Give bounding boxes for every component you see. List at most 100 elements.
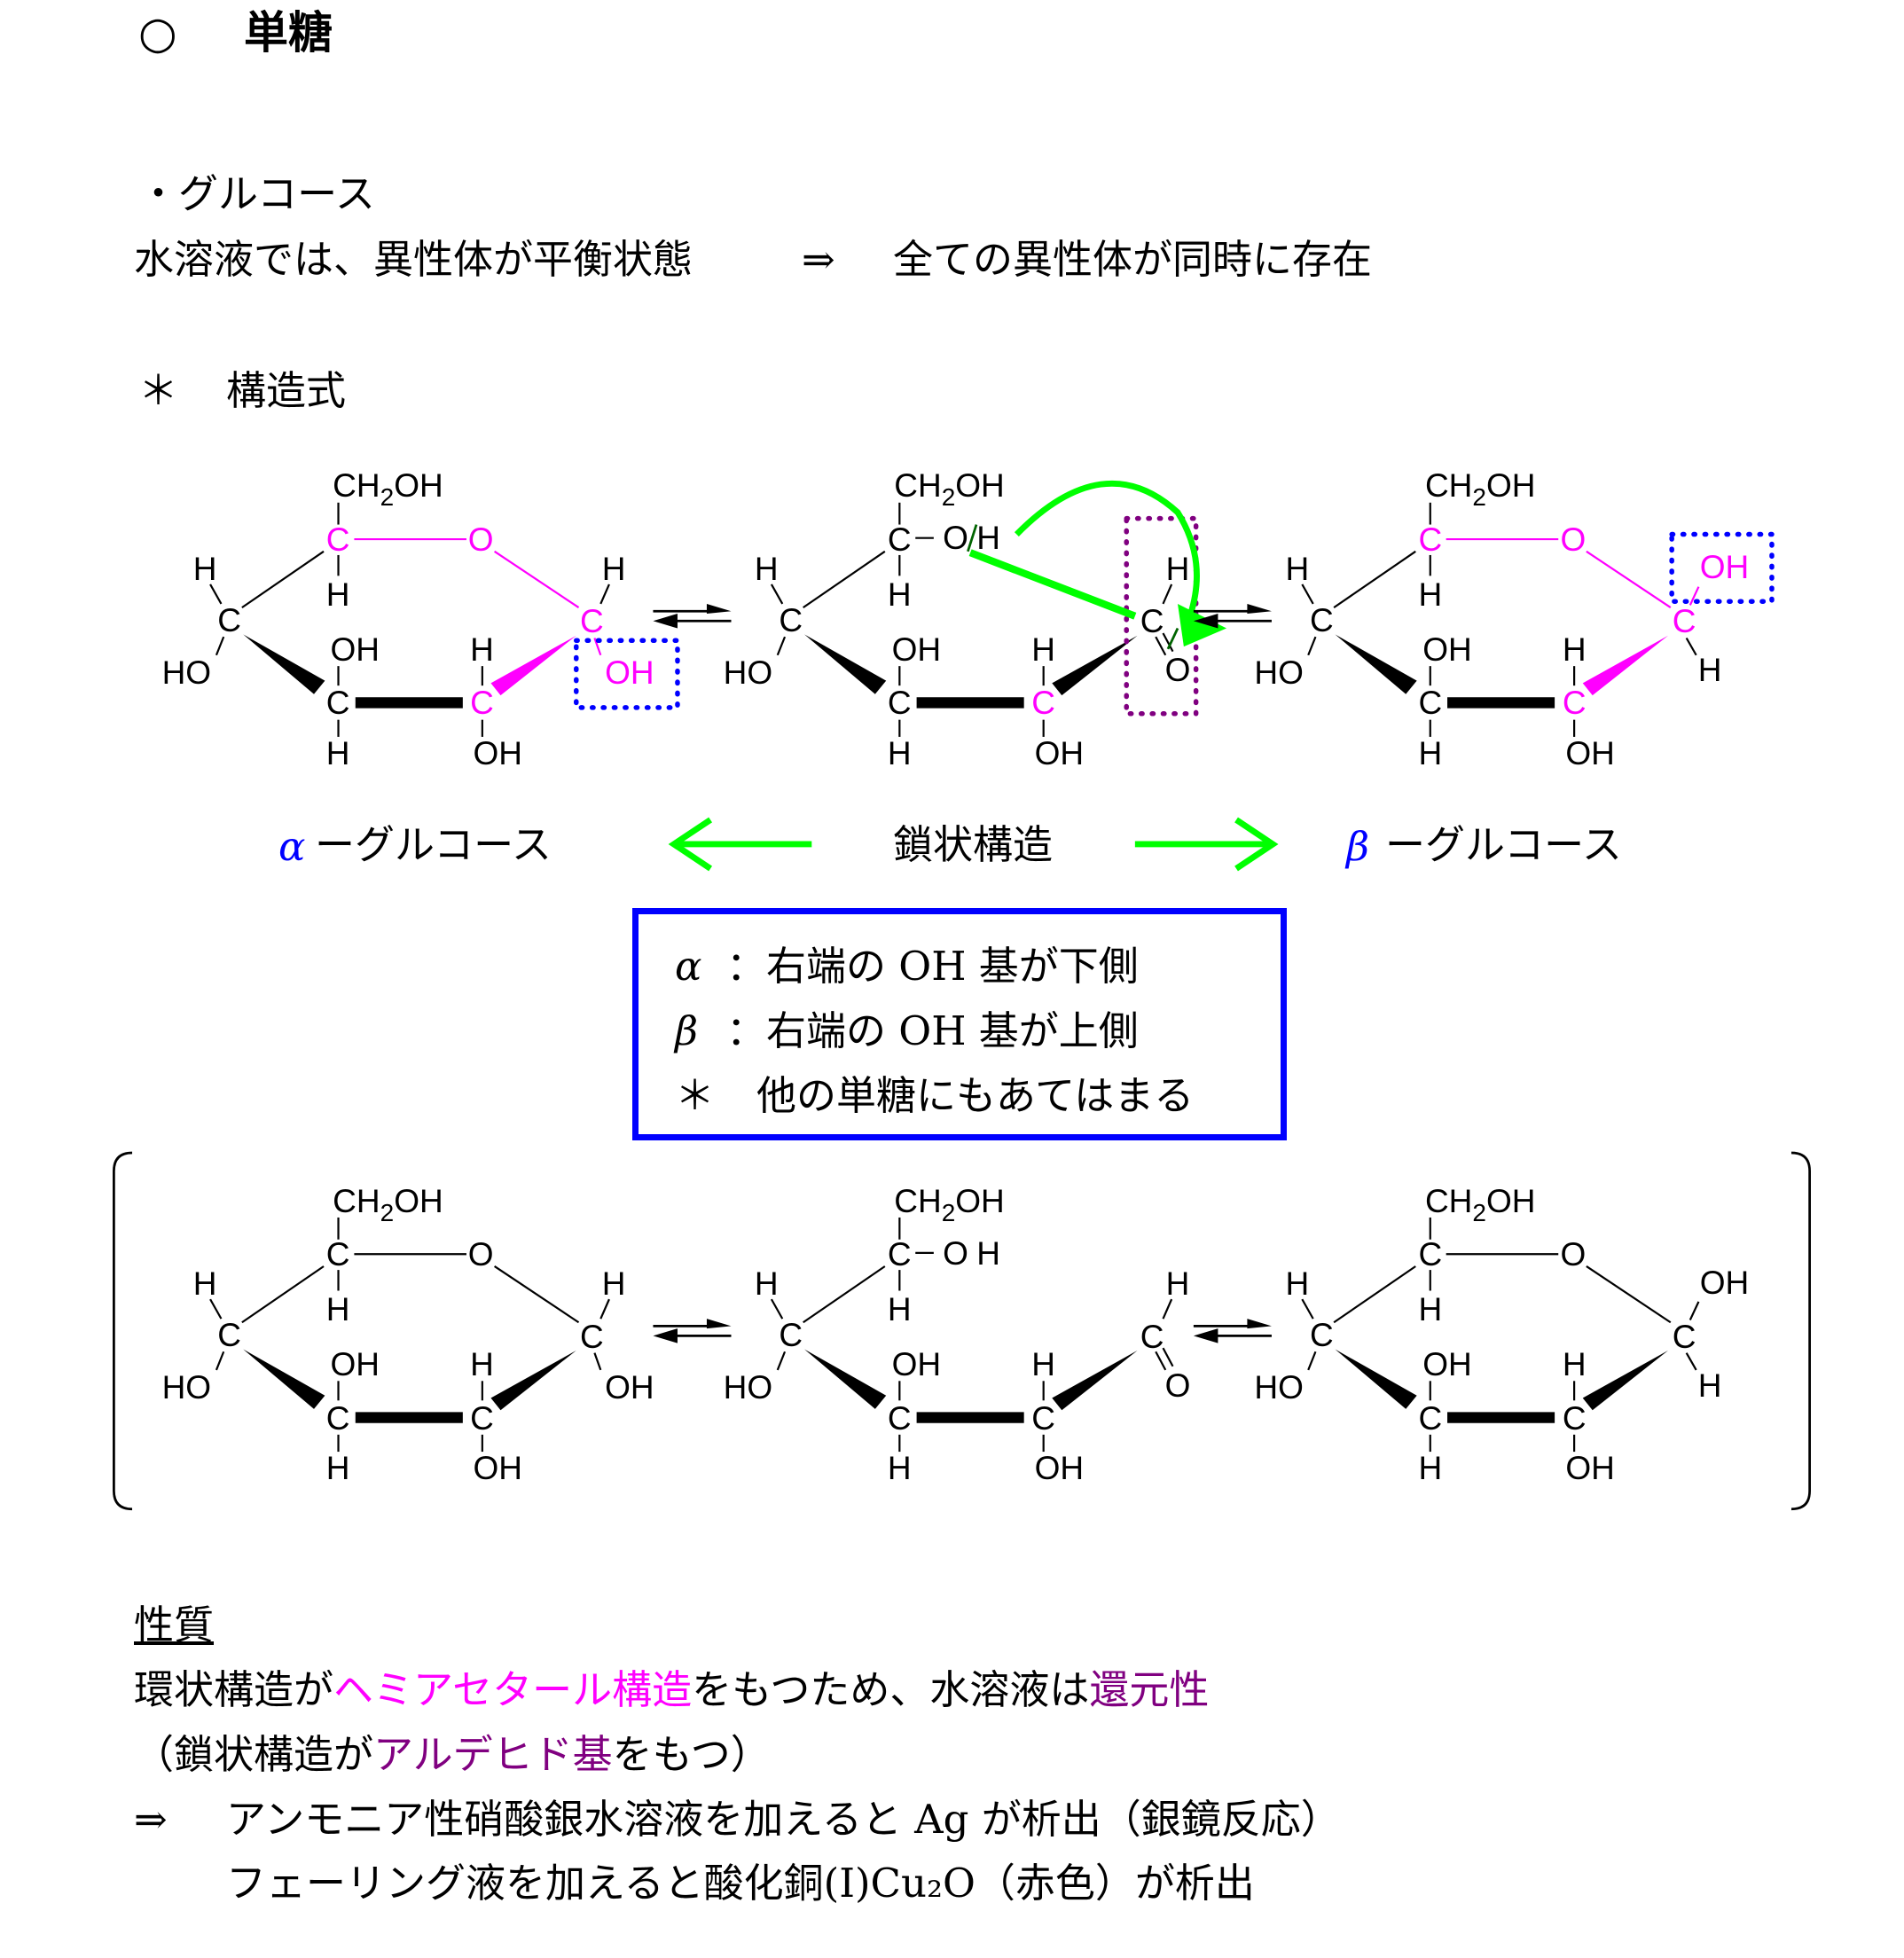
bond: [215, 1351, 225, 1371]
arrowhead-icon: [1193, 613, 1218, 629]
carbon-1: C: [1140, 1318, 1164, 1355]
bond: [215, 636, 225, 656]
ch2oh-group: CH2OH: [333, 467, 443, 510]
oxygen: O: [943, 520, 968, 557]
bond: [1586, 550, 1672, 609]
bond: [776, 636, 787, 656]
info-mark-beta: β: [675, 1007, 699, 1054]
hydroxyl: OH: [891, 1346, 942, 1383]
hydrogen: H: [601, 1265, 626, 1303]
hydrogen: H: [325, 734, 350, 771]
hydrogen: H: [1165, 1265, 1190, 1303]
ch2oh-part: 2: [1472, 483, 1486, 512]
chain-structure-label: 鎖状構造: [893, 821, 1054, 868]
structure-heading: 構造式: [226, 367, 347, 414]
ch2oh-part: OH: [955, 1182, 1005, 1219]
hemiacetal-term: ヘミアセタール構造: [333, 1666, 693, 1713]
hydrogen: H: [754, 550, 779, 587]
carbon-3: C: [325, 685, 350, 722]
bond: [1162, 632, 1174, 653]
hydrogen: H: [1562, 1346, 1587, 1383]
heading-bullet: ○: [138, 6, 177, 59]
carbon-5: C: [325, 521, 350, 558]
carbon-5: C: [1418, 521, 1443, 558]
ch2oh-part: OH: [394, 467, 443, 505]
hydrogen: H: [1697, 652, 1722, 689]
bond: [770, 1298, 784, 1320]
hydrogen: H: [1285, 550, 1310, 587]
carbon-4: C: [779, 1317, 803, 1354]
hydrogen: H: [470, 1346, 494, 1383]
wedge-bond: [1052, 1350, 1138, 1411]
carbon-5: C: [887, 521, 912, 558]
property-line-3: アンモニア性硝酸銀水溶液を加えると Ag が析出（銀鏡反応）: [226, 1796, 1341, 1843]
carbon-3: C: [887, 1399, 912, 1437]
carbon-1: C: [1140, 603, 1164, 640]
bond: [599, 583, 610, 605]
wedge-bond: [490, 1350, 576, 1411]
bond: [1301, 1298, 1314, 1320]
bond: [209, 583, 223, 605]
hydrogen: H: [1418, 576, 1443, 613]
bond: [1333, 550, 1416, 609]
arrowhead-icon: [668, 817, 713, 872]
ch2oh-group: CH2OH: [1424, 1182, 1536, 1226]
bond-formation-arrow: [968, 549, 1137, 620]
ring-oxygen: O: [467, 521, 494, 558]
hydrogen: H: [1562, 630, 1587, 668]
implies-arrow: ⇒: [802, 236, 835, 283]
carbon-3: C: [1418, 685, 1443, 722]
hydrogen: H: [470, 630, 494, 668]
hydrogen: H: [976, 1234, 1001, 1272]
ch2oh-part: CH: [1424, 1182, 1473, 1219]
info-line-beta: ：右端の OH 基が上側: [726, 1007, 1139, 1054]
electron-shift-arrow: [1014, 480, 1200, 617]
properties-heading: 性質: [134, 1602, 215, 1649]
bond: [209, 1298, 223, 1320]
alpha-glucose-label: ーグルコース: [315, 821, 552, 868]
hydroxyl: OH: [891, 630, 942, 668]
hydrogen: H: [1031, 630, 1055, 668]
bond: [1685, 1352, 1697, 1371]
ch2oh-group: CH2OH: [894, 1182, 1005, 1226]
ch2oh-group: CH2OH: [333, 1182, 443, 1226]
ch2oh-group: CH2OH: [894, 467, 1005, 510]
hydroxyl: OH: [1034, 734, 1085, 771]
carbon-4: C: [217, 1317, 241, 1354]
carbon-4: C: [779, 601, 803, 638]
bond: [776, 1351, 787, 1371]
ring-oxygen: O: [467, 1236, 494, 1273]
ch2oh-part: 2: [380, 483, 395, 512]
section-item-glucose: ・グルコース: [138, 170, 375, 217]
carbonyl-oxygen: O: [1164, 652, 1191, 689]
bond: [1333, 1265, 1416, 1324]
ch2oh-part: 2: [941, 1198, 956, 1226]
hydrogen: H: [887, 1450, 912, 1487]
alpha-symbol: α: [278, 823, 306, 870]
bond: [1162, 1298, 1173, 1320]
implies-arrow-2: ⇒: [134, 1796, 168, 1843]
bond: [1155, 1351, 1167, 1371]
ring-oxygen: O: [1560, 1236, 1587, 1273]
carbon-4: C: [1310, 601, 1334, 638]
hydroxyl: OH: [473, 734, 523, 771]
hydroxyl: OH: [473, 1450, 523, 1487]
ch2oh-part: 2: [941, 483, 956, 512]
bond: [593, 1352, 602, 1371]
ch2oh-part: CH: [894, 467, 942, 505]
text: 環状構造が: [134, 1666, 334, 1713]
ch2oh-part: OH: [1485, 1182, 1536, 1219]
hydrogen: H: [887, 576, 912, 613]
bond: [593, 638, 602, 656]
text: （鎖状構造が: [134, 1731, 374, 1778]
anomeric-carbon: C: [580, 603, 604, 640]
hydrogen: H: [601, 550, 626, 587]
carbon-2: C: [1562, 1399, 1587, 1437]
ch2oh-part: CH: [333, 1182, 380, 1219]
bond: [1685, 637, 1697, 656]
anomeric-hydroxyl: OH: [1699, 1264, 1750, 1301]
hydroxyl: OH: [330, 1346, 380, 1383]
arrowhead-icon: [1178, 603, 1227, 647]
carbon-4: C: [1310, 1317, 1334, 1354]
hydroxyl: OH: [1565, 734, 1615, 771]
